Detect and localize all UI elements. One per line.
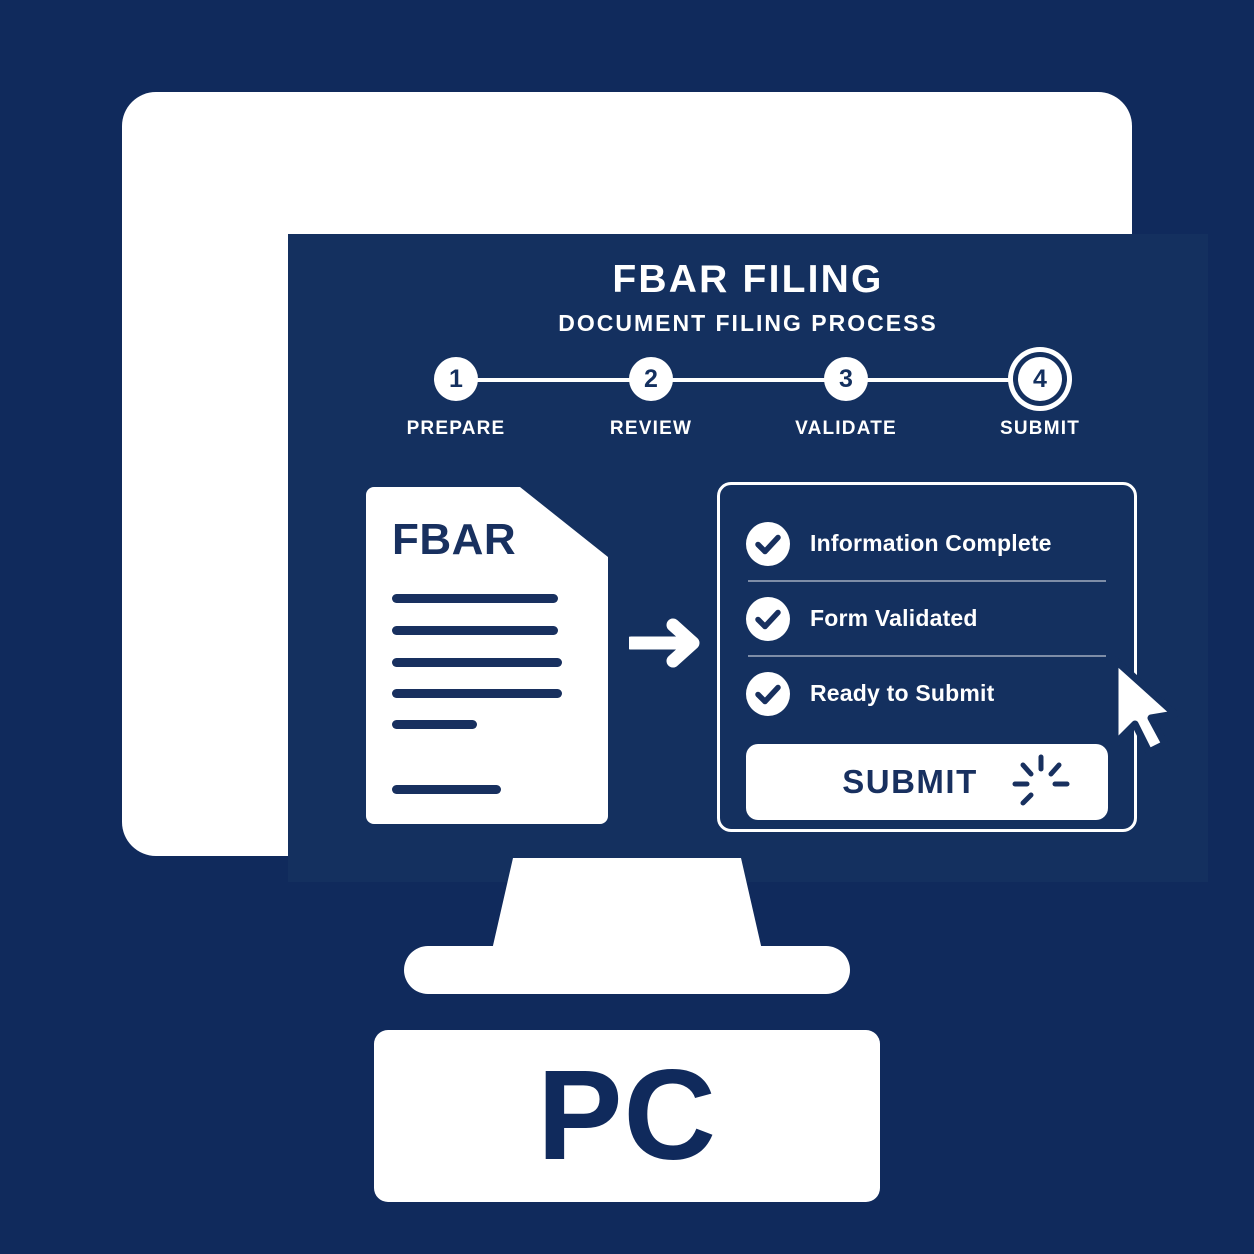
page-title: FBAR FILING [612, 258, 884, 301]
step-number-badge: 4 [1018, 357, 1062, 401]
document-text-line [392, 720, 477, 729]
submit-button[interactable]: SUBMIT [746, 744, 1108, 820]
fbar-document-icon[interactable]: FBAR [366, 487, 608, 824]
step-submit[interactable]: 4 SUBMIT [984, 357, 1096, 440]
document-text-line [392, 594, 558, 603]
mouse-pointer-icon [1109, 656, 1179, 756]
check-circle-icon [746, 596, 790, 641]
pc-tower: PC [374, 1030, 880, 1202]
step-label: VALIDATE [795, 418, 897, 439]
step-number-badge: 2 [629, 357, 673, 401]
step-number-badge: 3 [824, 357, 868, 401]
step-number-badge: 1 [434, 357, 478, 401]
validation-checklist-panel: Information Complete Form Validated [717, 482, 1137, 832]
checklist-item-label: Information Complete [810, 530, 1052, 556]
step-review[interactable]: 2 REVIEW [595, 357, 707, 440]
monitor-bezel: FBAR FILING DOCUMENT FILING PROCESS 1 PR… [122, 92, 1208, 882]
monitor-stand-base [404, 946, 850, 994]
monitor-screen: FBAR FILING DOCUMENT FILING PROCESS 1 PR… [288, 234, 1208, 882]
step-label: REVIEW [609, 418, 693, 439]
document-text-line [392, 785, 501, 794]
step-label: SUBMIT [999, 418, 1081, 439]
click-burst-icon [1010, 754, 1072, 816]
step-prepare[interactable]: 1 PREPARE [400, 357, 512, 440]
document-text-line [392, 689, 562, 698]
check-circle-icon [746, 671, 790, 716]
submit-button-label: SUBMIT [842, 763, 978, 800]
document-text-line [392, 626, 558, 635]
checklist-item-label: Form Validated [810, 605, 978, 631]
checklist-divider [748, 580, 1106, 582]
checklist-divider [748, 655, 1106, 657]
pc-tower-label: PC [537, 1044, 717, 1187]
check-circle-icon [746, 521, 790, 566]
document-label: FBAR [392, 515, 517, 564]
step-validate[interactable]: 3 VALIDATE [790, 357, 902, 440]
stepper-connector-line [456, 378, 1040, 382]
document-text-line [392, 658, 562, 667]
progress-stepper: 1 PREPARE 2 REVIEW 3 VALIDATE 4 SUBMIT [400, 357, 1096, 440]
step-label: PREPARE [406, 418, 506, 439]
checklist-item-label: Ready to Submit [810, 680, 995, 706]
checklist-item-form-validated[interactable]: Form Validated [746, 582, 1108, 655]
page-subtitle: DOCUMENT FILING PROCESS [558, 310, 938, 336]
checklist-item-ready-to-submit[interactable]: Ready to Submit [746, 657, 1108, 730]
document-page [366, 487, 608, 824]
arrow-right-icon [624, 617, 701, 669]
checklist-item-information-complete[interactable]: Information Complete [746, 507, 1108, 580]
